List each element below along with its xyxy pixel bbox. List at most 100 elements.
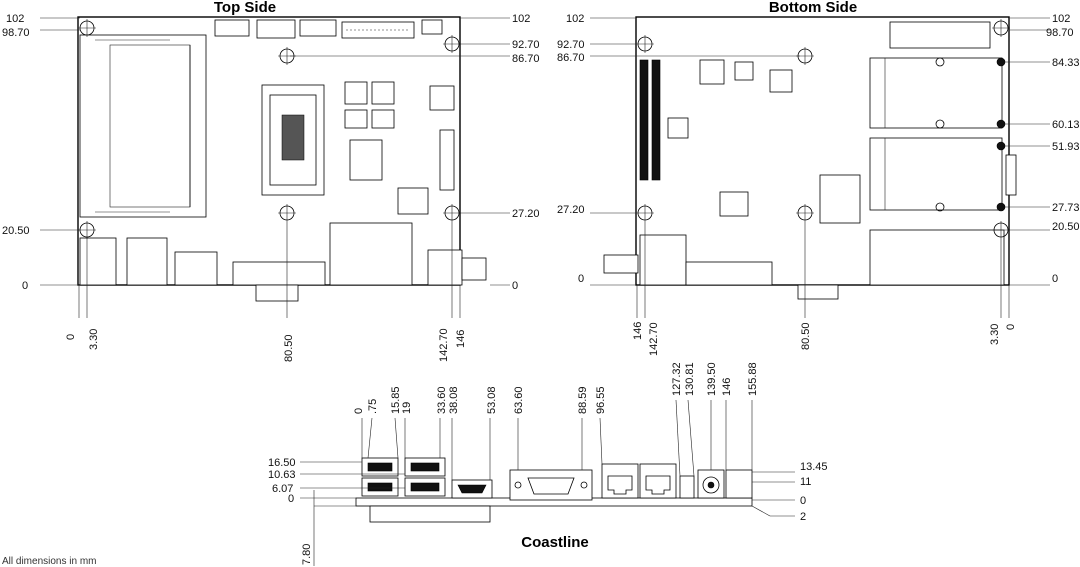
top-connector-c [299, 19, 337, 37]
coast-dim-155-88: 155.88 [747, 362, 759, 396]
coast-dim-0-75: .75 [367, 399, 379, 414]
card-screw-3 [935, 202, 945, 212]
top-left-dim-0: 0 [22, 280, 28, 292]
dc-jack [427, 249, 463, 286]
top-right-dim-92-70: 92.70 [512, 39, 540, 51]
bottom-chip-2 [699, 59, 725, 85]
coast-left-0: 0 [288, 493, 294, 505]
coast-left-10-63: 10.63 [268, 469, 296, 481]
top-mounting-hole-tl [78, 19, 96, 37]
card-screw-2 [935, 119, 945, 129]
hdmi-port [174, 251, 218, 286]
coast-right-11: 11 [800, 476, 811, 488]
top-right-dim-102: 102 [512, 13, 530, 25]
top-bottom-dim-80-50: 80.50 [283, 334, 295, 362]
bottom-mounting-hole-bc [796, 204, 814, 222]
bottom-bottom-dim-80-50: 80.50 [800, 322, 812, 350]
bottom-side-view: 102 92.70 86.70 27.20 0 102 98.70 84.33 … [557, 13, 1080, 356]
top-left-dim-102: 102 [6, 13, 24, 25]
bottom-bottom-dim-0: 0 [1005, 324, 1017, 330]
minicard-slot-upper [869, 57, 1003, 129]
card-post-3 [996, 141, 1006, 151]
bottom-bottom-dim-3-30: 3.30 [989, 324, 1001, 345]
usb-port-pair-1 [361, 457, 399, 497]
coast-dim-130-81: 130.81 [684, 362, 696, 396]
bottom-chip-1 [667, 117, 689, 139]
bottom-chip-5 [719, 191, 749, 217]
card-screw-1 [935, 57, 945, 67]
bottom-mounting-hole-br [992, 221, 1010, 239]
bottom-left-dim-27-20: 27.20 [557, 204, 585, 216]
bottom-mounting-hole-tr [992, 19, 1010, 37]
card-post-2 [996, 119, 1006, 129]
coast-dim-33-60: 33.60 [436, 386, 448, 414]
bottom-bottom-dim-142-70: 142.70 [648, 322, 660, 356]
bottom-io-block [685, 261, 773, 286]
coast-left-6-07: 6.07 [272, 483, 293, 495]
coast-dim-53-08: 53.08 [486, 386, 498, 414]
hdmi-connector [451, 479, 493, 499]
top-bottom-dim-3-30: 3.30 [88, 329, 100, 350]
small-switch [679, 475, 695, 499]
bottom-chip-4 [769, 69, 793, 93]
bottom-right-dim-27-73: 27.73 [1052, 202, 1080, 214]
coast-dim-19: 19 [401, 402, 413, 414]
top-mounting-hole-br [443, 204, 461, 222]
bottom-left-dim-102: 102 [566, 13, 584, 25]
coast-dim-63-60: 63.60 [513, 386, 525, 414]
dc-plug [461, 257, 487, 281]
top-right-dim-27-20: 27.20 [512, 208, 540, 220]
chip-1 [344, 81, 368, 105]
dsub-port [255, 284, 299, 302]
rj45-connector-1 [601, 463, 639, 499]
coast-dim-127-32: 127.32 [671, 362, 683, 396]
bottom-right-dim-0: 0 [1052, 273, 1058, 285]
coast-dim-0: 0 [353, 408, 365, 414]
top-left-dim-98-70: 98.70 [2, 27, 30, 39]
top-connector-b [256, 19, 296, 39]
bottom-bottom-dim-146: 146 [632, 322, 644, 340]
coast-dim-15-85: 15.85 [390, 386, 402, 414]
coast-dim-146: 146 [721, 378, 733, 396]
coastline-lower-block [369, 505, 491, 523]
sim-slot [819, 174, 861, 224]
chip-2 [371, 81, 395, 105]
chip-7 [397, 187, 429, 215]
bottom-chip-3 [734, 61, 754, 81]
units-note: All dimensions in mm [2, 556, 96, 567]
bottom-right-dim-84-33: 84.33 [1052, 57, 1080, 69]
card-post-1 [996, 57, 1006, 67]
bottom-mounting-hole-bl [636, 204, 654, 222]
coastline-end-block [725, 469, 753, 499]
cpu-package [261, 84, 325, 196]
bottom-io-right [869, 229, 1005, 286]
coast-dim-38-08: 38.08 [448, 386, 460, 414]
chip-4 [371, 109, 395, 129]
left-io-box [79, 237, 117, 286]
sodimm-slot [79, 34, 207, 218]
card-post-4 [996, 202, 1006, 212]
bottom-right-dim-20-50: 20.50 [1052, 221, 1080, 233]
usb-stack [126, 237, 168, 286]
top-side-view: 102 98.70 20.50 0 102 92.70 86.70 27.20 … [2, 13, 540, 362]
top-mounting-hole-bc [278, 204, 296, 222]
chip-5 [349, 139, 383, 181]
coast-dim-88-59: 88.59 [577, 386, 589, 414]
bottom-jack [603, 254, 639, 274]
bottom-right-dim-98-70: 98.70 [1046, 27, 1074, 39]
chip-6 [429, 85, 455, 111]
coastline-view: 0 .75 15.85 19 33.60 38.08 53.08 63.60 8… [268, 362, 828, 566]
bottom-mounting-hole-tl [636, 35, 654, 53]
bottom-io-lan [639, 234, 687, 286]
coast-dim-96-55: 96.55 [595, 386, 607, 414]
coastline-title: Coastline [521, 534, 589, 551]
top-mounting-hole-tr [443, 35, 461, 53]
top-connector-d [421, 19, 443, 35]
top-bottom-dim-0: 0 [65, 334, 77, 340]
side-connector [439, 129, 455, 191]
usb-port-pair-2 [404, 457, 446, 497]
bottom-dsub [797, 284, 839, 300]
top-connector-a [214, 19, 250, 37]
coast-right-13-45: 13.45 [800, 461, 828, 473]
